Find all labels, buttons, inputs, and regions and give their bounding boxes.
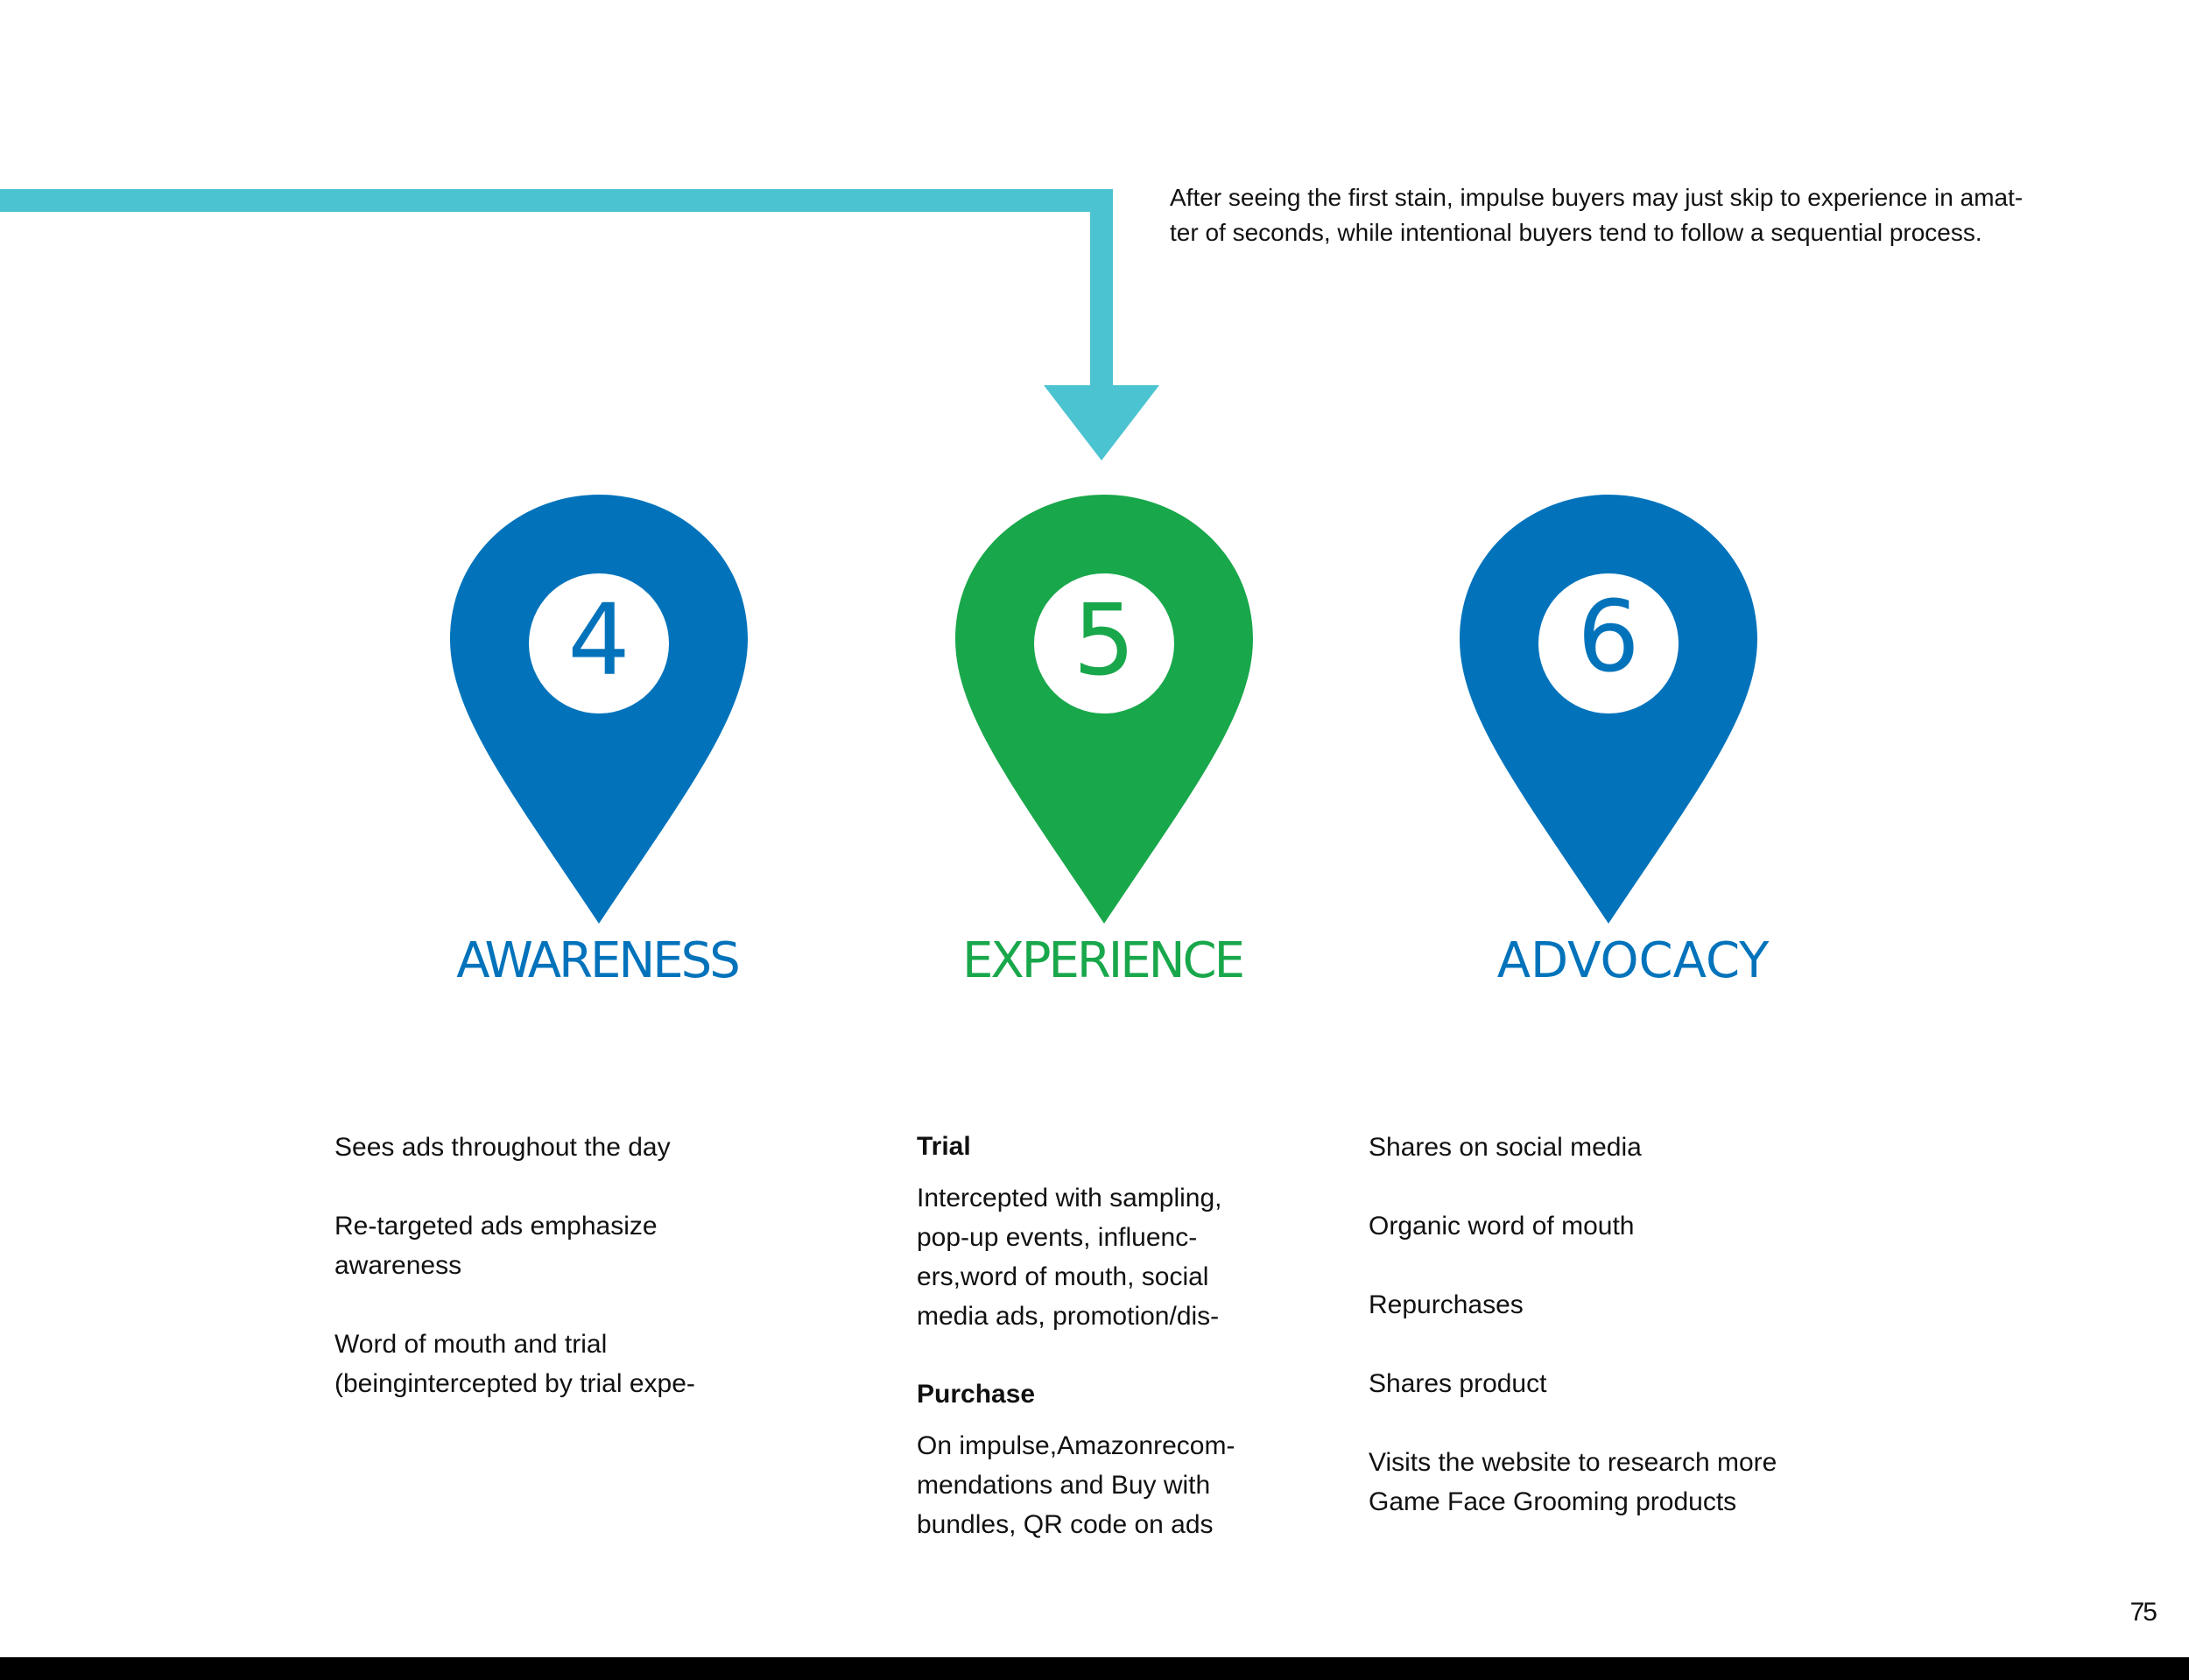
- list-item: Word of mouth and trial (beingintercepte…: [334, 1330, 695, 1398]
- trial-text: Intercepted with sampling, pop-up events…: [917, 1184, 1222, 1331]
- awareness-number: 4: [567, 584, 630, 698]
- purchase-heading: Purchase: [917, 1380, 1036, 1409]
- list-item: Organic word of mouth: [1369, 1212, 1635, 1241]
- flow-arrow: [0, 189, 1159, 460]
- experience-number: 5: [1073, 584, 1136, 698]
- flow-arrow-head: [1044, 385, 1159, 460]
- list-item: Re-targeted ads emphasize awareness: [334, 1212, 658, 1280]
- footer-bar: [0, 1657, 2189, 1680]
- list-item: Sees ads throughout the day: [334, 1133, 671, 1162]
- experience-pin-icon: [955, 495, 1253, 924]
- awareness-title: AWARENESS: [456, 932, 741, 989]
- trial-heading: Trial: [917, 1132, 971, 1161]
- page-number: 75: [2129, 1598, 2157, 1627]
- intro-line-2: ter of seconds, while intentional buyers…: [1170, 219, 1982, 246]
- experience-details: Trial Intercepted with sampling, pop-up …: [917, 1127, 1249, 1544]
- list-item: Repurchases: [1369, 1290, 1524, 1319]
- intro-text: After seeing the first stain, impulse bu…: [1170, 180, 2063, 250]
- advocacy-pin-icon: [1460, 495, 1757, 924]
- intro-line-1: After seeing the first stain, impulse bu…: [1170, 184, 2024, 211]
- purchase-text: On impulse,Amazonrecom-mendations and Bu…: [917, 1431, 1235, 1539]
- flow-arrow-line: [0, 189, 1113, 390]
- experience-title: EXPERIENCE: [961, 932, 1245, 989]
- advocacy-title: ADVOCACY: [1496, 932, 1770, 989]
- advocacy-list: Shares on social media Organic word of m…: [1369, 1128, 1824, 1522]
- awareness-list: Sees ads throughout the day Re-targeted …: [334, 1128, 790, 1403]
- advocacy-number: 6: [1577, 580, 1640, 694]
- list-item: Visits the website to research more Game…: [1369, 1448, 1777, 1516]
- list-item: Shares product: [1369, 1369, 1547, 1398]
- list-item: Shares on social media: [1369, 1133, 1642, 1162]
- awareness-pin-icon: [450, 495, 748, 924]
